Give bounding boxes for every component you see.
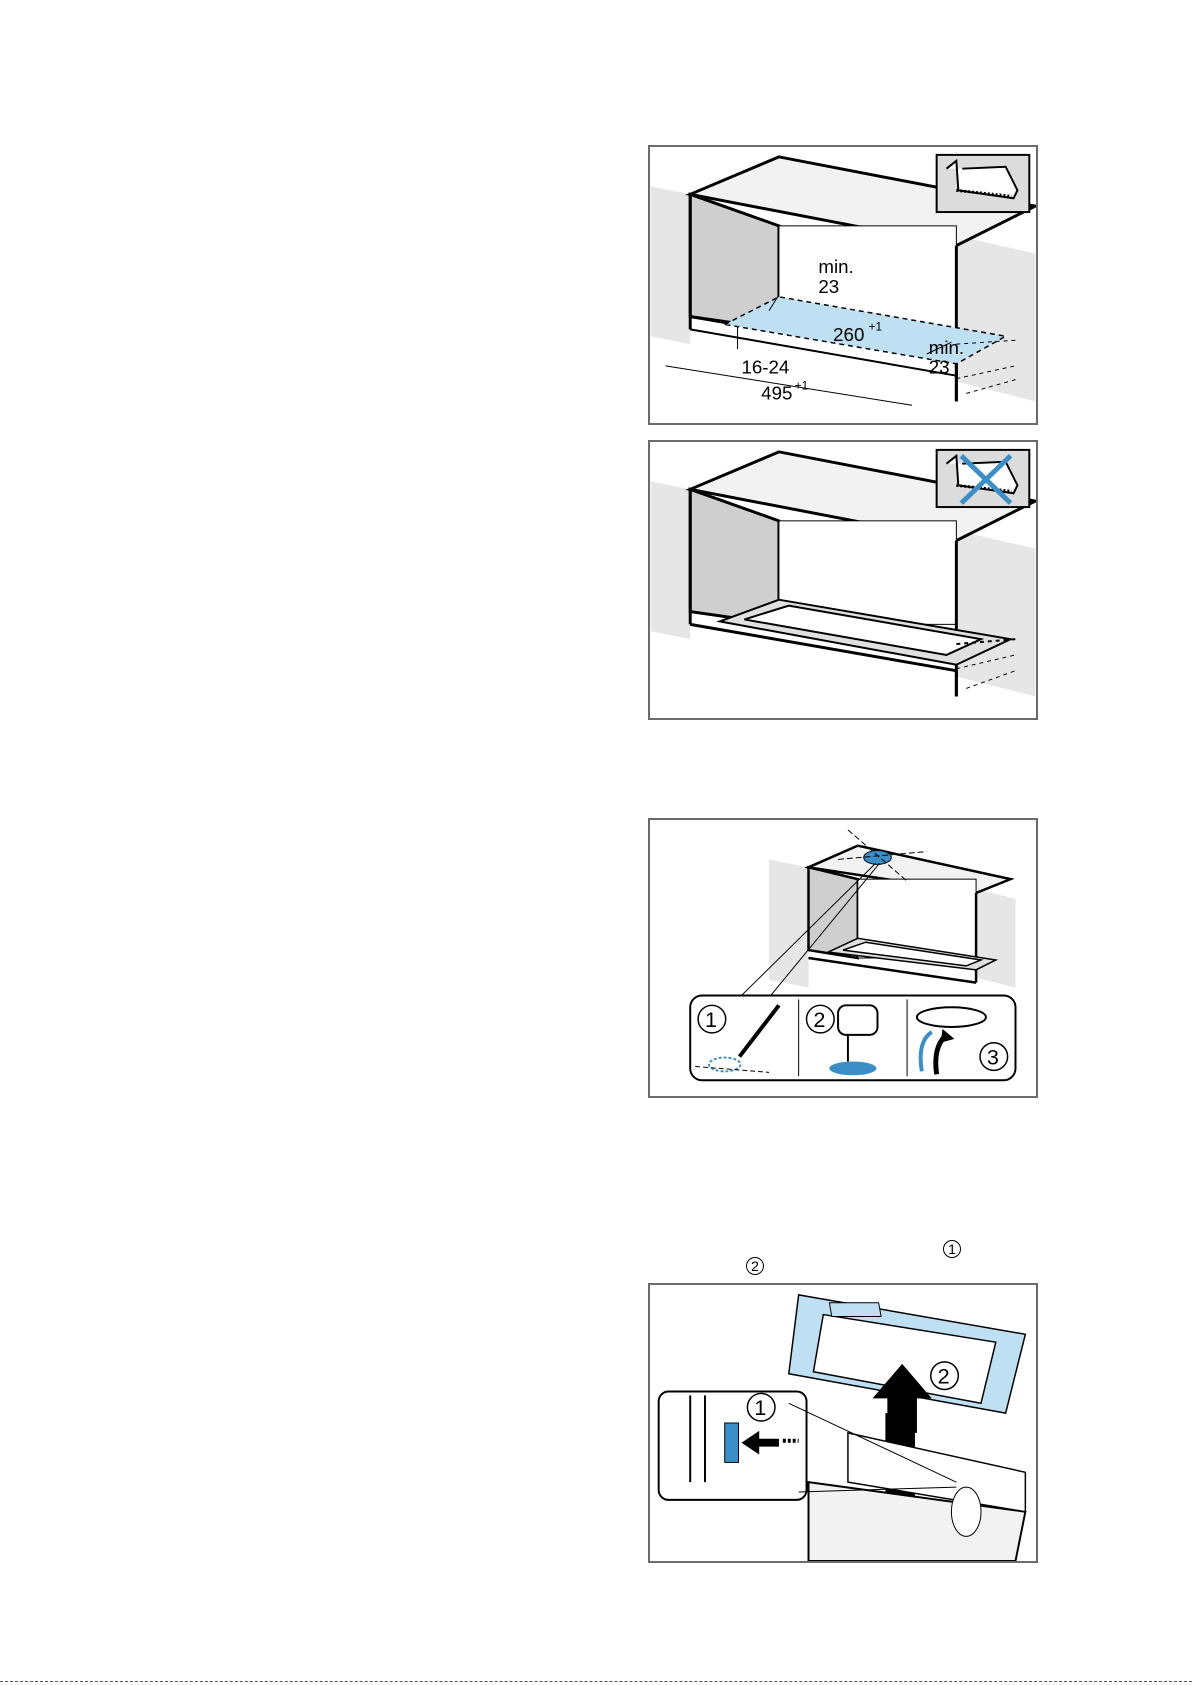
dim-min-label-2: min. bbox=[929, 337, 964, 358]
dim-height-range: 16-24 bbox=[741, 357, 789, 378]
dim-min-label-1: min. bbox=[818, 256, 853, 277]
step-2-number: 2 bbox=[813, 1007, 825, 1032]
callout-1: 1 bbox=[943, 1240, 961, 1258]
dim-depth: 260 bbox=[833, 324, 864, 345]
saw-icon bbox=[937, 155, 1030, 212]
dim-min-value-1: 23 bbox=[818, 276, 839, 297]
cabinet-dimension-drawing: min. 23 260 +1 min. 23 16-24 495 +1 bbox=[650, 147, 1036, 423]
page-bottom-rule bbox=[0, 1681, 1192, 1682]
step-2-number: 2 bbox=[938, 1364, 950, 1389]
cutout-steps-drawing: 1 2 3 bbox=[650, 820, 1036, 1096]
dim-width-tolerance: +1 bbox=[795, 378, 808, 392]
figure-filter-removal: 2 1 bbox=[648, 1283, 1038, 1563]
dim-width: 495 bbox=[761, 382, 792, 403]
step-3-number: 3 bbox=[987, 1044, 999, 1069]
figure-cutout-steps: 1 2 3 bbox=[648, 818, 1038, 1098]
filter-removal-drawing: 2 1 bbox=[650, 1285, 1036, 1561]
step-1-number: 1 bbox=[705, 1007, 717, 1032]
figure-cutout-dimensions: min. 23 260 +1 min. 23 16-24 495 +1 bbox=[648, 145, 1038, 425]
dim-min-value-2: 23 bbox=[929, 357, 950, 378]
no-saw-icon bbox=[937, 450, 1030, 507]
callout-2: 2 bbox=[746, 1257, 764, 1275]
step-1-number: 1 bbox=[754, 1395, 766, 1420]
cabinet-frame-drawing bbox=[650, 442, 1036, 718]
dim-depth-tolerance: +1 bbox=[869, 319, 882, 333]
figure-no-cut bbox=[648, 440, 1038, 720]
